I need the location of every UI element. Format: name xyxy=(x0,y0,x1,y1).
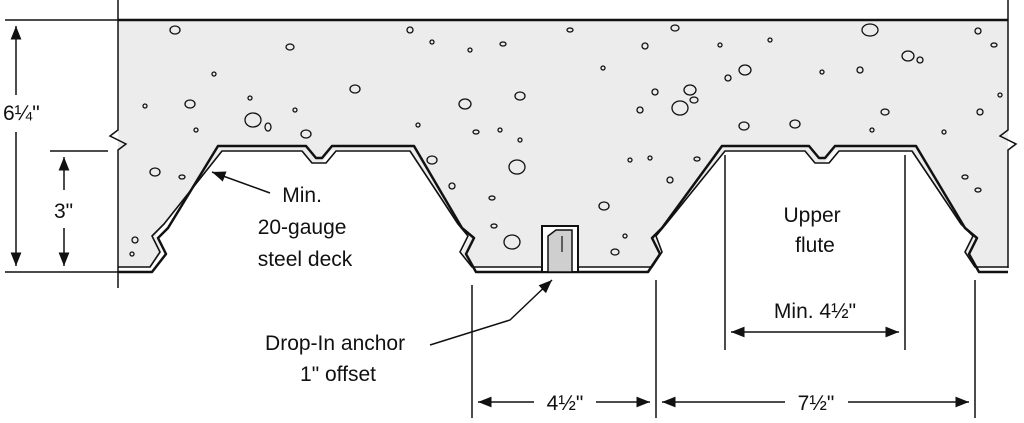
anchor-leader xyxy=(429,279,553,346)
deck-note: Min. 20-gauge steel deck xyxy=(258,184,353,271)
break-line-left xyxy=(108,20,128,288)
min-flute-width-dimension xyxy=(724,155,906,350)
deck-depth-label: 3" xyxy=(54,200,73,223)
min-flute-width-label: Min. 4½" xyxy=(774,300,856,323)
concrete-slab xyxy=(118,20,1008,268)
anchor-note: Drop-In anchor 1" offset xyxy=(265,332,411,386)
total-depth-label: 6¼" xyxy=(3,102,40,125)
drop-in-anchor xyxy=(541,225,579,273)
deck-leader xyxy=(211,171,271,194)
lower-flute-width-label: 4½" xyxy=(547,392,584,415)
flute-spacing-label: 7½" xyxy=(798,392,835,415)
upper-flute-label: Upper flute xyxy=(783,204,846,257)
flute-spacing-dimension xyxy=(662,280,976,418)
lower-flute-width-dimension xyxy=(471,280,657,418)
break-line-right xyxy=(998,20,1018,268)
concrete-aggregate xyxy=(129,23,1003,257)
deck-depth-dimension xyxy=(50,150,108,266)
total-depth-dimension xyxy=(5,19,118,273)
